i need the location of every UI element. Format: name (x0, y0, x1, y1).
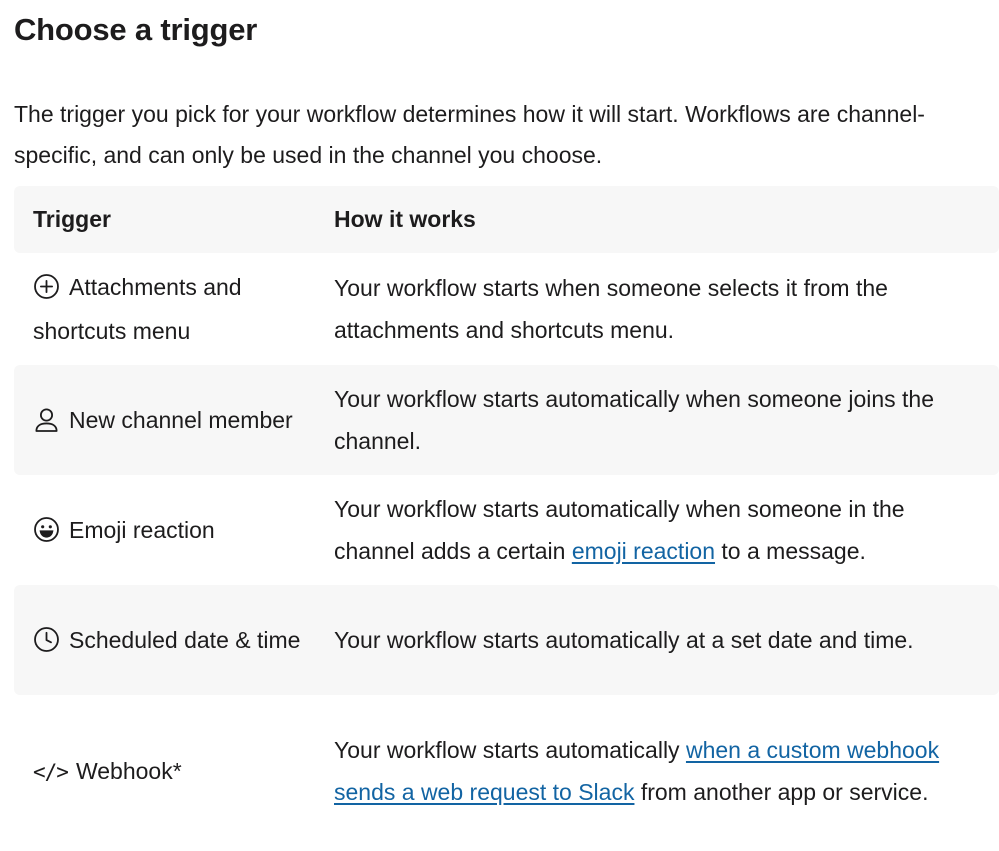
trigger-cell: New channel member (14, 365, 315, 475)
table-row: Attachments and shortcuts menu Your work… (14, 253, 999, 365)
header-how-it-works: How it works (334, 206, 476, 232)
how-text: Your workflow starts automatically when … (334, 386, 934, 454)
how-text: Your workflow starts automatically when … (334, 496, 905, 564)
emoji-reaction-link[interactable]: emoji reaction (571, 538, 716, 564)
person-icon (33, 406, 60, 433)
how-text: Your workflow starts automatically at a … (334, 627, 914, 653)
how-text: Your workflow starts when someone select… (334, 275, 888, 343)
trigger-label: Scheduled date & time (69, 627, 301, 653)
table-header-row: Trigger How it works (14, 186, 999, 253)
how-text-after: to a message. (715, 538, 866, 564)
trigger-label: New channel member (69, 407, 293, 433)
header-trigger: Trigger (33, 206, 111, 232)
trigger-label: Webhook* (75, 757, 182, 784)
how-it-works-cell: Your workflow starts automatically when … (315, 475, 999, 585)
page-title: Choose a trigger (14, 12, 258, 47)
how-text-after: from another app or service. (634, 779, 929, 805)
plus-circle-icon (33, 273, 60, 300)
table-row: </>Webhook* Your workflow starts automat… (14, 695, 999, 847)
custom-webhook-link[interactable]: when a custom webhook sends a web reques… (334, 737, 940, 805)
intro-paragraph: The trigger you pick for your workflow d… (14, 101, 925, 168)
table-row: New channel member Your workflow starts … (14, 365, 999, 475)
table-row: Emoji reaction Your workflow starts auto… (14, 475, 999, 585)
table-row: Scheduled date & time Your workflow star… (14, 585, 999, 695)
trigger-cell: </>Webhook* (14, 695, 315, 847)
trigger-label: Emoji reaction (69, 517, 215, 543)
trigger-table: Trigger How it works Attachments and sho… (14, 186, 999, 847)
trigger-cell: Scheduled date & time (14, 585, 315, 695)
trigger-label: Attachments and shortcuts menu (33, 274, 242, 344)
clock-icon (33, 626, 60, 653)
trigger-cell: Emoji reaction (14, 475, 315, 585)
trigger-cell: Attachments and shortcuts menu (14, 253, 315, 365)
emoji-smile-icon (33, 516, 60, 543)
code-brackets-icon: </> (33, 759, 69, 784)
how-it-works-cell: Your workflow starts automatically when … (315, 365, 999, 475)
how-it-works-cell: Your workflow starts automatically when … (315, 695, 999, 847)
how-it-works-cell: Your workflow starts automatically at a … (315, 585, 999, 695)
how-it-works-cell: Your workflow starts when someone select… (315, 253, 999, 365)
how-text: Your workflow starts automatically (334, 737, 686, 763)
